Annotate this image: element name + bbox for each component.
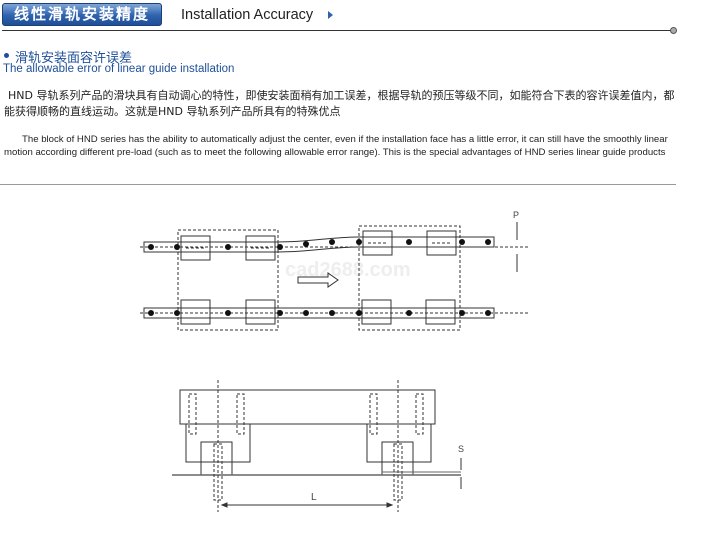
table-outline-before (177, 229, 279, 331)
table-plate (179, 389, 436, 425)
header-divider (2, 30, 672, 31)
block (245, 299, 276, 325)
label-s: S (458, 444, 464, 454)
label-p: P (513, 210, 519, 220)
triangle-right-icon (328, 11, 333, 19)
content-divider (0, 184, 676, 185)
block (245, 235, 276, 261)
arrow-right-icon (297, 272, 339, 288)
description-cn: HND 导轨系列产品的滑块具有自动调心的特性，即使安装面稍有加工误差，根据导轨的… (4, 89, 675, 118)
block-right (366, 423, 432, 463)
label-l: L (311, 492, 317, 503)
block (180, 235, 211, 261)
description-en: The block of HND series has the ability … (4, 134, 668, 158)
section-heading-en: The allowable error of linear guide inst… (3, 63, 235, 75)
section-heading-cn: 滑轨安装面容许误差 (15, 51, 133, 66)
block (362, 230, 393, 256)
block (426, 230, 457, 256)
watermark: cad2688.com (285, 259, 411, 281)
page-title: Installation Accuracy (181, 7, 314, 23)
block (180, 299, 211, 325)
block (425, 299, 456, 325)
rail-bottom (143, 307, 495, 319)
table-outline-after (358, 225, 461, 331)
rail-top-right (277, 236, 495, 253)
rail-left (200, 441, 233, 476)
bullet-icon (4, 53, 9, 58)
section-badge: 线性滑轨安装精度 (2, 3, 162, 26)
block (361, 299, 392, 325)
divider-end-circle-icon (670, 27, 677, 34)
